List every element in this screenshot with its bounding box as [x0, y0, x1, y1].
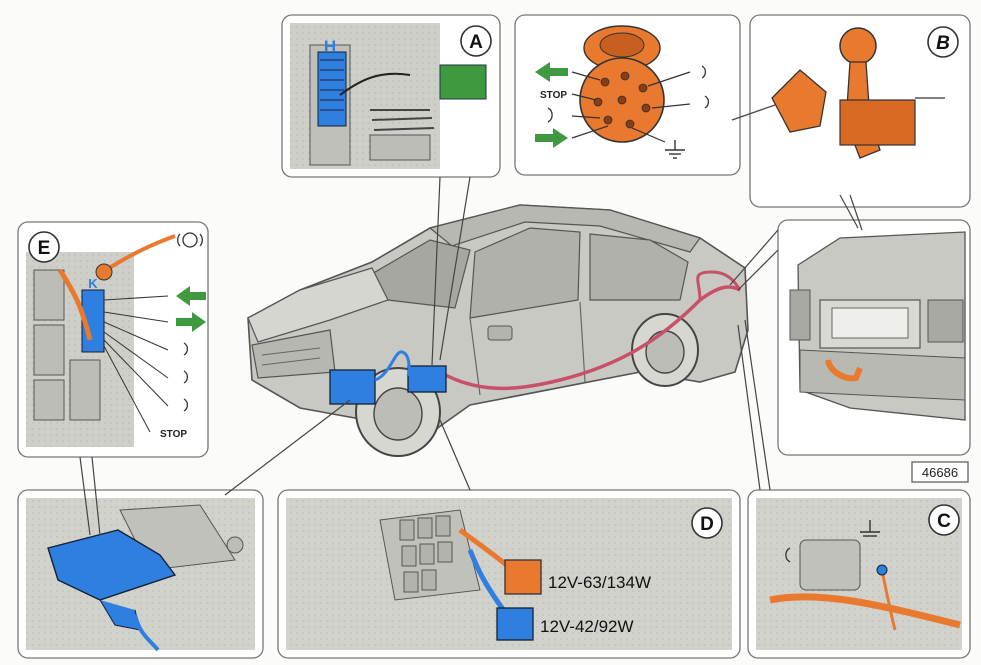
socket-left-arrow-icon — [535, 62, 568, 82]
brake-icon — [182, 232, 198, 248]
fuse-box-module — [329, 369, 376, 405]
rear-tow-hook — [825, 359, 863, 382]
panel-b-letter-badge — [927, 26, 959, 58]
socket-fog-lamp-icon — [701, 65, 706, 79]
socket-headlamp-icon — [704, 95, 709, 109]
panel-c-letter-badge — [928, 504, 960, 536]
panel-e-letter-badge — [28, 231, 60, 263]
legend-fog-lamp-icon — [183, 370, 188, 384]
panel-a-letter-badge — [460, 25, 492, 57]
panel-c-lamp-icon — [785, 547, 791, 563]
panel-e-letter: E — [38, 238, 51, 259]
green-connector — [439, 64, 487, 100]
car — [247, 204, 749, 457]
relay-blue — [496, 607, 534, 641]
panel-dash — [17, 489, 264, 659]
socket-stop-label: STOP — [540, 90, 567, 101]
relay-blue-label: 12V-42/92W — [540, 617, 634, 636]
figure-number: 46686 — [922, 465, 958, 480]
socket-right-arrow-icon — [535, 128, 568, 148]
panel-socket — [514, 14, 741, 176]
legend-stop-label: STOP — [160, 429, 187, 440]
panel-a-letter: A — [469, 32, 483, 53]
connector-k-label: K — [88, 276, 98, 291]
socket-side-lamp-icon — [547, 107, 553, 123]
panel-c-letter: C — [937, 511, 951, 532]
legend-headlamp-icon — [183, 342, 188, 356]
relay-orange — [504, 559, 542, 595]
legend-right-arrow-icon — [176, 312, 206, 332]
panel-d-letter: D — [700, 514, 714, 535]
relay-orange-label: 12V-63/134W — [548, 573, 651, 592]
tow-ball — [839, 27, 877, 65]
panel-d-letter-badge — [691, 507, 723, 539]
panel-b — [749, 14, 971, 208]
relay-module — [407, 365, 447, 393]
panel-a — [281, 14, 501, 178]
figure-number-box — [911, 461, 969, 483]
connector-h — [317, 51, 347, 127]
panel-rear — [777, 219, 971, 456]
harness-wire — [439, 285, 741, 391]
panel-e — [17, 221, 209, 458]
panel-c-ground-icon — [860, 520, 880, 537]
panel-b-letter: B — [936, 33, 950, 54]
callout-lines — [79, 104, 863, 536]
connector-h-label: H — [324, 37, 336, 56]
legend-side-lamp-icon — [183, 398, 188, 412]
panel-c — [747, 489, 971, 659]
socket-ground-icon — [665, 140, 685, 159]
dash-fuse-box — [47, 529, 177, 601]
legend-left-arrow-icon — [176, 286, 206, 306]
panel-d — [277, 489, 741, 659]
